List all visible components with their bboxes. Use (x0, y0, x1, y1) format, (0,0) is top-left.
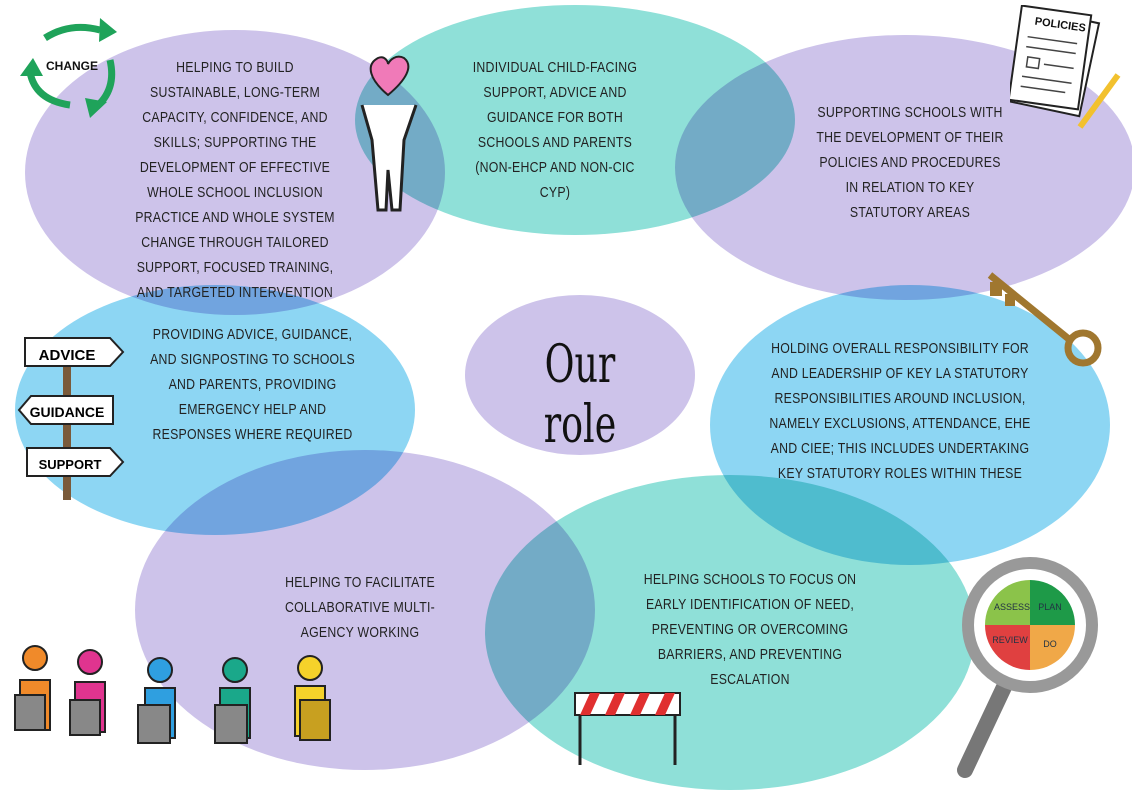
role-advice-text: Providing advice, guidance, and signpost… (150, 326, 355, 443)
barrier-icon (574, 692, 681, 765)
blob-our-role (465, 295, 695, 455)
change-label: CHANGE (46, 59, 98, 73)
cycle-review: REVIEW (992, 635, 1028, 645)
blob-early-identification (485, 475, 975, 790)
signpost-icon: ADVICE GUIDANCE SUPPORT (17, 337, 125, 500)
role-statutory-text: Holding overall responsibility for and l… (769, 340, 1031, 482)
role-multi-agency-text: Helping to facilitate collaborative mult… (284, 574, 436, 641)
role-child-support-text: Individual child-facing support, advice … (472, 59, 638, 201)
signpost-support: SUPPORT (39, 457, 102, 472)
signpost-advice: ADVICE (39, 347, 96, 364)
role-early-identification-text: Helping schools to focus on early identi… (643, 571, 857, 688)
change-cycle-icon: CHANGE (20, 18, 117, 118)
signpost-guidance: GUIDANCE (30, 404, 105, 420)
role-capacity-text: Helping to build sustainable, long-term … (135, 59, 335, 301)
cycle-assess: ASSESS (994, 602, 1030, 612)
role-policies-text: Supporting schools with the development … (816, 104, 1004, 221)
key-icon (987, 272, 1102, 367)
magnifier-assess-plan-do-review-icon: ASSESS PLAN DO REVIEW (957, 557, 1098, 778)
page-title: Our role (543, 335, 617, 455)
people-meeting-icon (14, 645, 331, 744)
cycle-do: DO (1043, 639, 1057, 649)
policies-document-icon: POLICIES (1010, 5, 1121, 129)
heart-person-icon (360, 55, 418, 212)
cycle-plan: PLAN (1038, 602, 1062, 612)
